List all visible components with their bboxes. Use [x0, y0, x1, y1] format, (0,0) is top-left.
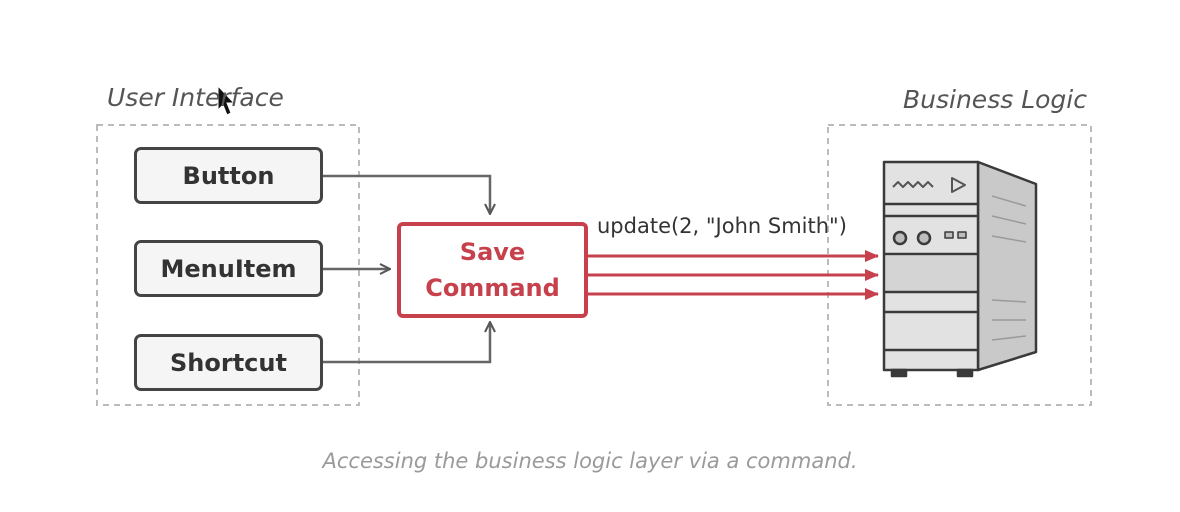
command-label-line2: Command: [425, 274, 560, 302]
business-group-border: [827, 124, 1092, 406]
shortcut-box: Shortcut: [134, 334, 323, 391]
command-label-line1: Save: [459, 238, 526, 266]
button-to-command-arrow: [322, 174, 490, 214]
update-call-label: update(2, "John Smith"): [597, 214, 847, 238]
figure-caption: Accessing the business logic layer via a…: [322, 449, 858, 473]
shortcut-to-command-arrow: [322, 322, 490, 364]
menuitem-box: MenuItem: [134, 240, 323, 297]
save-command-box: Save Command: [397, 222, 588, 318]
ui-group-border: [96, 124, 360, 406]
server-icon: [882, 160, 1038, 378]
business-group-label: Business Logic: [903, 85, 1087, 114]
mouse-cursor-icon: [217, 84, 236, 116]
button-box: Button: [134, 147, 323, 204]
ui-group-label: User Interface: [107, 83, 284, 112]
